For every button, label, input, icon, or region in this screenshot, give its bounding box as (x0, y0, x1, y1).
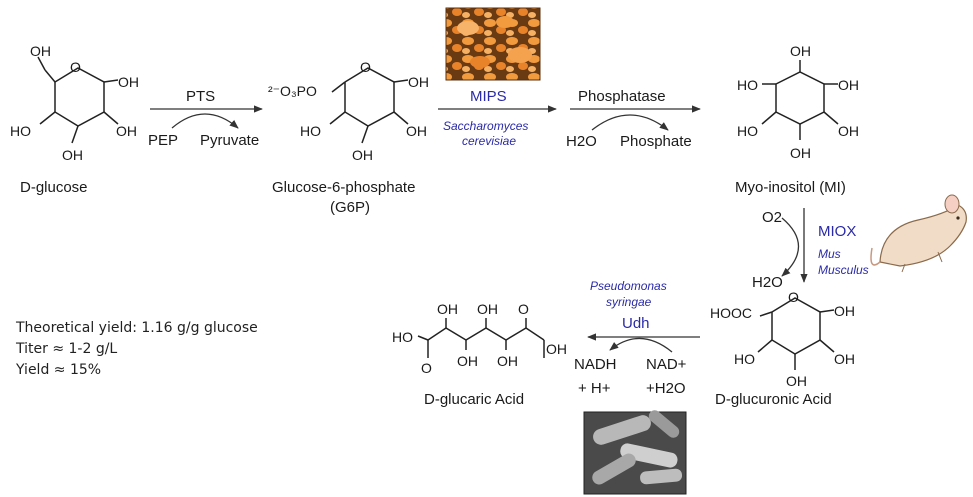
glucaric-ho-left: HO (392, 329, 413, 345)
phosphate-label: Phosphate (620, 133, 692, 150)
nad-label: NAD+ (646, 356, 687, 373)
g6p-label: Glucose-6-phosphate (272, 179, 415, 196)
glucaric-acid-structure: HO O OH OH OH OH O OH D-glucaric Acid (392, 301, 567, 408)
udh-step: Pseudomonas syringae Udh NADH + H+ NAD+ … (574, 279, 700, 397)
glucuronic-label: D-glucuronic Acid (715, 391, 832, 408)
yield-text: Yield ≈ 15% (16, 362, 102, 378)
pep-label: PEP (148, 132, 178, 149)
miox-step: O2 H2O MIOX Mus Musculus (752, 208, 869, 291)
glucaric-oh-right: OH (546, 341, 567, 357)
water-label: H2O (566, 133, 597, 150)
miox-enzyme: MIOX (818, 223, 856, 240)
g6p-structure: ²⁻O₃PO O OH OH OH HO Glucose-6-phosphate… (268, 59, 429, 216)
glucose-oh-lower-right: OH (116, 123, 137, 139)
nadh-label: NADH (574, 356, 617, 373)
mouse-image (870, 194, 967, 273)
mi-oh-right: OH (838, 77, 859, 93)
glucuronic-oh-bottom: OH (786, 373, 807, 389)
glucaric-label: D-glucaric Acid (424, 391, 524, 408)
miox-water-label: H2O (752, 274, 783, 291)
glucaric-oh-c3: OH (457, 353, 478, 369)
glucuronic-acid-structure: HOOC O OH OH OH HO D-glucuronic Acid (710, 289, 855, 408)
mi-ho-left: HO (737, 77, 758, 93)
glucuronic-ring-o: O (788, 289, 799, 305)
g6p-ho-left: HO (300, 123, 321, 139)
glucuronic-ho-left: HO (734, 351, 755, 367)
mi-label: Myo-inositol (MI) (735, 179, 846, 196)
pyruvate-label: Pyruvate (200, 132, 259, 149)
theoretical-yield-text: Theoretical yield: 1.16 g/g glucose (16, 320, 258, 336)
phosphatase-step: Phosphatase H2O Phosphate (566, 88, 701, 150)
glucose-structure: OH O OH OH OH HO D-glucose (10, 43, 139, 196)
glucose-ho-left: HO (10, 123, 31, 139)
glucaric-oh-c4: OH (477, 301, 498, 317)
proton-label: + H+ (578, 380, 611, 397)
glucaric-o-left: O (421, 360, 432, 376)
udh-organism-species: syringae (606, 295, 652, 309)
mi-oh-bottom: OH (790, 145, 811, 161)
glucaric-o-right: O (518, 301, 529, 317)
glucaric-oh-c5: OH (497, 353, 518, 369)
pts-enzyme: PTS (186, 88, 215, 105)
mips-enzyme: MIPS (470, 88, 507, 105)
glucose-oh-top: OH (30, 43, 51, 59)
titer-text: Titer ≈ 1-2 g/L (16, 341, 118, 357)
mi-oh-top: OH (790, 43, 811, 59)
glucose-label: D-glucose (20, 179, 88, 196)
udh-organism-genus: Pseudomonas (590, 279, 667, 293)
bacteria-cells-image (583, 410, 687, 495)
yield-stats: Theoretical yield: 1.16 g/g glucose Tite… (16, 318, 258, 381)
mips-organism-genus: Saccharomyces (443, 119, 528, 133)
glucaric-oh-c2: OH (437, 301, 458, 317)
glucose-oh-bottom: OH (62, 147, 83, 163)
glucose-ring-o: O (70, 59, 81, 75)
yeast-cells-image (445, 7, 541, 81)
udh-enzyme: Udh (622, 315, 650, 332)
miox-organism-species: Musculus (818, 263, 869, 277)
glucuronic-oh-right: OH (834, 303, 855, 319)
glucose-oh-right: OH (118, 74, 139, 90)
pts-step: PTS PEP Pyruvate (148, 88, 263, 149)
g6p-oh-bottom: OH (352, 147, 373, 163)
mips-organism-species: cerevisiae (462, 134, 516, 148)
glucuronic-cooh-group: HOOC (710, 305, 752, 321)
udh-water-label: +H2O (646, 380, 686, 397)
mips-step: MIPS Saccharomyces cerevisiae (438, 88, 557, 148)
oxygen-label: O2 (762, 209, 782, 226)
glucuronic-oh-lower-right: OH (834, 351, 855, 367)
mi-oh-lower-right: OH (838, 123, 859, 139)
g6p-abbr: (G6P) (330, 199, 370, 216)
g6p-ring-o: O (360, 59, 371, 75)
g6p-phosphate-group: ²⁻O₃PO (268, 83, 317, 99)
myo-inositol-structure: OH OH OH OH HO HO Myo-inositol (MI) (735, 43, 859, 196)
g6p-oh-lower-right: OH (406, 123, 427, 139)
miox-organism-genus: Mus (818, 247, 841, 261)
phosphatase-enzyme: Phosphatase (578, 88, 666, 105)
mi-ho-lower-left: HO (737, 123, 758, 139)
g6p-oh-right: OH (408, 74, 429, 90)
